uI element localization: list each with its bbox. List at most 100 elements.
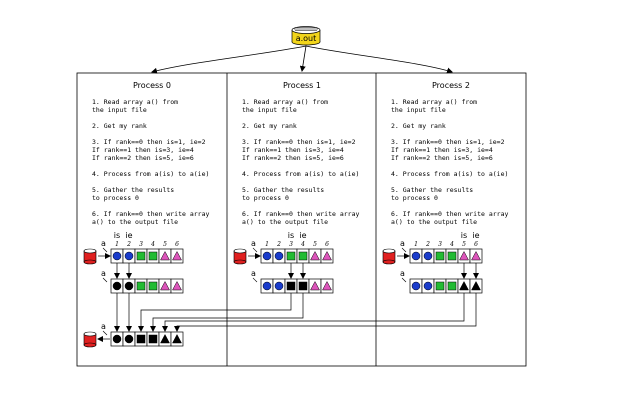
pointer-ie-label: ie <box>125 231 132 240</box>
array-index: 3 <box>438 241 442 248</box>
step-2-line: 2. Get my rank <box>391 122 446 130</box>
step-3-line: If rank==1 then is=3, ie=4 <box>92 146 194 154</box>
step-2-line: 2. Get my rank <box>92 122 147 130</box>
result-array <box>110 278 184 294</box>
gathered-array-cell-circle-icon <box>124 334 134 344</box>
step-5-line: to process 0 <box>242 194 289 202</box>
step-6-line: 6. If rank==0 then write array <box>391 210 508 218</box>
gather-arrow <box>138 293 292 332</box>
array-pointer <box>252 277 258 283</box>
result-array-cell-triangle-icon <box>160 280 170 291</box>
step-1-line: 1. Read array a() from <box>391 98 477 106</box>
input-array-cell-square-icon <box>298 251 308 261</box>
input-array-cell-circle-icon <box>262 251 272 261</box>
process-column-2: Process 21. Read array a() from the inpu… <box>391 81 508 226</box>
input-array-cell-circle-icon <box>124 251 134 261</box>
step-5-line: 5. Gather the results <box>391 186 473 194</box>
step-3-line: 3. If rank==0 then is=1, ie=2 <box>242 138 356 146</box>
result-array-cell-square-icon <box>298 281 308 291</box>
input-file-icon <box>233 248 247 265</box>
gathered-array-cell-circle-icon <box>112 334 122 344</box>
step-3-line: 3. If rank==0 then is=1, ie=2 <box>92 138 206 146</box>
array-pointer <box>102 330 108 336</box>
input-array-cell-square-icon <box>435 251 445 261</box>
input-array-cell-circle-icon <box>274 251 284 261</box>
input-array-cell-circle-icon <box>411 251 421 261</box>
step-6-line: a() to the output file <box>92 218 178 226</box>
process-column-1: Process 1 1. Read array a() from the inpu… <box>242 81 359 226</box>
output-file-icon <box>83 331 97 348</box>
step-6-line: a() to the output file <box>242 218 328 226</box>
pointer-ie-label: ie <box>472 231 479 240</box>
input-array-cell-triangle-icon <box>160 250 170 261</box>
result-array <box>409 278 483 294</box>
step-3-line: If rank==2 then is=5, ie=6 <box>391 154 493 162</box>
input-array-cell-square-icon <box>286 251 296 261</box>
result-array-cell-triangle-icon <box>310 280 320 291</box>
gathered-array-cell-triangle-icon <box>172 333 182 344</box>
step-4-line: 4. Process from a(is) to a(ie) <box>92 170 209 178</box>
gathered-array <box>110 331 184 347</box>
input-file-icon <box>382 248 396 265</box>
pointer-is-label: is <box>288 231 294 240</box>
input-array-cell-triangle-icon <box>172 250 182 261</box>
executable-icon: a.out <box>291 26 321 46</box>
step-5-line: 5. Gather the results <box>242 186 324 194</box>
input-array-cell-circle-icon <box>112 251 122 261</box>
array-index: 6 <box>474 241 478 248</box>
array-label: a <box>251 239 256 248</box>
pointer-is-label: is <box>114 231 120 240</box>
step-6-line: a() to the output file <box>391 218 477 226</box>
array-label: a <box>400 239 405 248</box>
step-1-line: 1. Read array a() from <box>92 98 178 106</box>
pointer-is-label: is <box>461 231 467 240</box>
result-array-cell-square-icon <box>136 281 146 291</box>
input-array <box>260 248 334 264</box>
array-pointer <box>102 247 108 253</box>
array-index: 6 <box>175 241 179 248</box>
array-index: 1 <box>265 241 269 248</box>
process-frame <box>76 72 527 367</box>
array-pointer <box>401 277 407 283</box>
input-array-cell-triangle-icon <box>310 250 320 261</box>
array-index: 1 <box>414 241 418 248</box>
array-index: 5 <box>313 241 317 248</box>
array-index: 2 <box>276 241 281 248</box>
gather-arrow <box>150 293 304 332</box>
array-index: 5 <box>462 241 466 248</box>
array-index: 3 <box>139 241 143 248</box>
process-title: Process 1 <box>283 81 321 90</box>
array-label: a <box>101 239 106 248</box>
array-label: a <box>400 269 405 278</box>
step-6-line: 6. If rank==0 then write array <box>92 210 209 218</box>
array-index: 6 <box>325 241 329 248</box>
input-array-cell-circle-icon <box>423 251 433 261</box>
array-index: 5 <box>163 241 167 248</box>
process-column-0: Process 0 1. Read array a() from the inpu… <box>92 81 209 226</box>
input-array <box>409 248 483 264</box>
step-3-line: If rank==2 then is=5, ie=6 <box>242 154 344 162</box>
gather-arrow <box>162 293 465 332</box>
step-2-line: 2. Get my rank <box>242 122 297 130</box>
step-3-line: If rank==1 then is=3, ie=4 <box>391 146 493 154</box>
result-array-cell-square-icon <box>447 281 457 291</box>
result-array-cell-square-icon <box>286 281 296 291</box>
input-array-cell-square-icon <box>148 251 158 261</box>
gathered-array-cell-triangle-icon <box>160 333 170 344</box>
step-1-line: the input file <box>242 106 297 114</box>
result-array-cell-circle-icon <box>262 281 272 291</box>
process-title: Process 2 <box>432 81 470 90</box>
step-6-line: 6. If rank==0 then write array <box>242 210 359 218</box>
gathered-array-cell-square-icon <box>136 334 146 344</box>
array-index: 2 <box>126 241 131 248</box>
executable-label: a.out <box>296 34 317 43</box>
gathered-array-cell-square-icon <box>148 334 158 344</box>
result-array-cell-circle-icon <box>411 281 421 291</box>
step-1-line: 1. Read array a() from <box>242 98 328 106</box>
step-1-line: the input file <box>92 106 147 114</box>
step-3-line: If rank==2 then is=5, ie=6 <box>92 154 194 162</box>
process-title: Process 0 <box>133 81 171 90</box>
step-3-line: If rank==1 then is=3, ie=4 <box>242 146 344 154</box>
step-4-line: 4. Process from a(is) to a(ie) <box>242 170 359 178</box>
